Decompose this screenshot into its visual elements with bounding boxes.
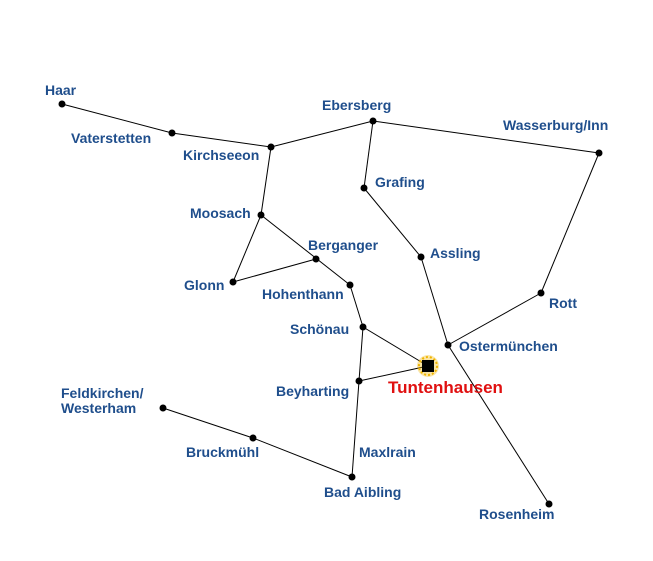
label-feldkirchen-line2: Westerham [61, 400, 136, 416]
node-haar [58, 100, 66, 108]
route-wasserburg-rott [540, 152, 600, 294]
route-assling-ostermuenchen [420, 256, 449, 346]
label-bruckmuehl: Bruckmühl [186, 444, 259, 460]
node-grafing [360, 184, 368, 192]
route-rott-ostermuenchen [447, 292, 542, 346]
route-lines [61, 103, 600, 505]
place-labels: Haar Vaterstetten Kirchseeon Ebersberg W… [45, 82, 608, 522]
node-berganger [312, 255, 320, 263]
label-glonn: Glonn [184, 277, 224, 293]
label-beyharting: Beyharting [276, 383, 349, 399]
node-ostermuenchen [444, 341, 452, 349]
node-bruckmuehl [249, 434, 257, 442]
node-glonn [229, 278, 237, 286]
route-feldkirchen-bruckmuehl [162, 407, 254, 439]
label-kirchseeon: Kirchseeon [183, 147, 259, 163]
route-nodes [58, 100, 603, 508]
label-hohenthann: Hohenthann [262, 286, 344, 302]
node-badaibling [348, 473, 356, 481]
route-grafing-assling [363, 187, 422, 258]
route-kirchseeon-moosach [260, 146, 272, 216]
node-wasserburg [595, 149, 603, 157]
label-wasserburg: Wasserburg/Inn [503, 117, 608, 133]
route-hohenthann-schoenau [349, 284, 364, 328]
node-vaterstetten [168, 129, 176, 137]
node-schoenau [359, 323, 367, 331]
label-berganger: Berganger [308, 237, 379, 253]
node-rott [537, 289, 545, 297]
square-marker-icon [417, 355, 439, 377]
route-kirchseeon-ebersberg [270, 120, 374, 148]
route-schoenau-tuntenhausen [362, 326, 429, 367]
route-ebersberg-grafing [363, 120, 374, 189]
label-ebersberg: Ebersberg [322, 97, 391, 113]
node-ebersberg [369, 117, 377, 125]
route-schoenau-beyharting [358, 326, 364, 382]
label-schoenau: Schönau [290, 321, 349, 337]
route-beyharting-tuntenhausen [358, 365, 429, 382]
route-bruckmuehl-badaibling [252, 437, 353, 478]
node-feldkirchen [159, 404, 167, 412]
node-beyharting [355, 377, 363, 385]
label-feldkirchen-line1: Feldkirchen/ [61, 385, 144, 401]
label-rosenheim: Rosenheim [479, 506, 554, 522]
route-haar-vaterstetten [61, 103, 173, 134]
node-rosenheim [545, 500, 553, 508]
label-ostermuenchen: Ostermünchen [459, 338, 558, 354]
node-hohenthann [346, 281, 354, 289]
route-ebersberg-wasserburg [372, 120, 600, 154]
route-glonn-berganger [232, 258, 317, 283]
label-vaterstetten: Vaterstetten [71, 130, 151, 146]
route-beyharting-badaibling [351, 380, 360, 478]
node-assling [417, 253, 425, 261]
label-grafing: Grafing [375, 174, 425, 190]
label-moosach: Moosach [190, 205, 251, 221]
node-moosach [257, 211, 265, 219]
node-kirchseeon [267, 143, 275, 151]
route-moosach-glonn [232, 214, 262, 283]
label-maxlrain: Maxlrain [359, 444, 416, 460]
label-assling: Assling [430, 245, 481, 261]
route-vaterstetten-kirchseeon [171, 132, 272, 148]
route-ostermuenchen-rosenheim [447, 344, 550, 505]
label-bad-aibling: Bad Aibling [324, 484, 401, 500]
label-rott: Rott [549, 295, 577, 311]
label-tuntenhausen: Tuntenhausen [388, 378, 503, 397]
label-haar: Haar [45, 82, 77, 98]
route-moosach-hohenthann [260, 214, 351, 286]
